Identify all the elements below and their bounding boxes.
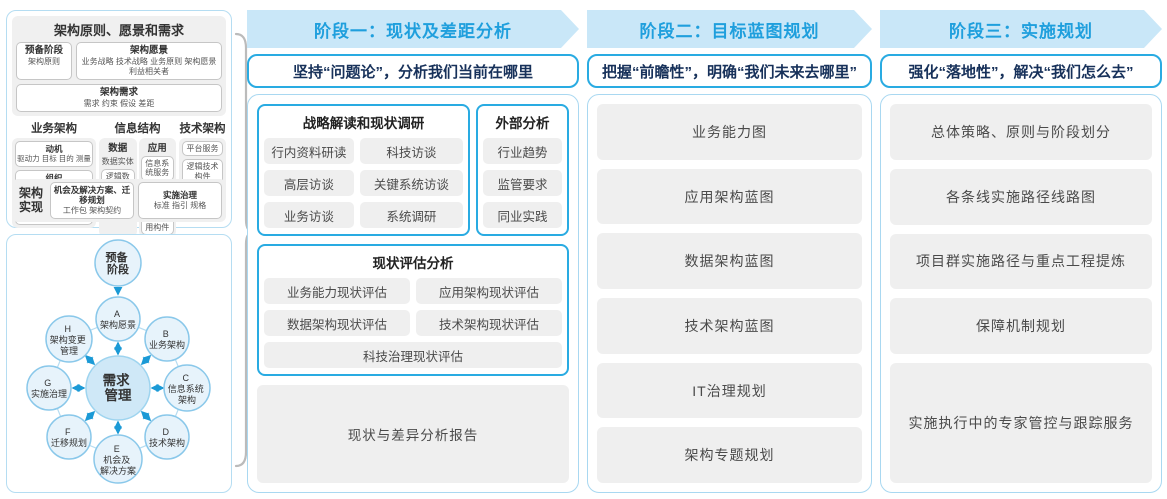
- phase3-item: 保障机制规划: [890, 298, 1152, 355]
- phase3-subtitle: 强化“落地性”，解决“我们怎么去”: [908, 63, 1134, 81]
- phase1-subtitle: 坚持“问题论”，分析我们当前在哪里: [292, 63, 533, 81]
- assessment-item: 技术架构现状评估: [416, 310, 562, 336]
- opportunity-migration-title: 机会及解决方案、迁移规划: [53, 184, 131, 206]
- architecture-requirements-sub: 需求 约束 假设 差距: [83, 98, 155, 108]
- adm-node-f-label: F 迁移规划: [51, 427, 87, 448]
- adm-node-a-label: A 架构愿景: [100, 309, 136, 330]
- assessment-item: 数据架构现状评估: [264, 310, 410, 336]
- phase2-item: 数据架构蓝图: [597, 233, 862, 290]
- preliminary-phase-sub: 架构原则: [28, 56, 60, 66]
- platform-service-box: 平台服务: [182, 140, 223, 157]
- phase2-subtitle-box: 把握“前瞻性”，明确“我们未来去哪里”: [587, 54, 872, 88]
- assessment-box: 现状评估分析 业务能力现状评估 应用架构现状评估 数据架构现状评估 技术架构现状…: [257, 244, 569, 376]
- adm-node-circles: [26, 296, 211, 484]
- architecture-vision-box: 架构愿景 业务战略 技术战略 业务原则 架构愿景 利益相关者: [76, 42, 222, 80]
- external-analysis-box: 外部分析 行业趋势 监管要求 同业实践: [476, 104, 569, 236]
- adm-node-c-label: C 信息系统 架构: [168, 373, 207, 405]
- survey-item: 行内资料研读: [264, 138, 354, 164]
- adm-node-b-label: B 业务架构: [149, 329, 185, 350]
- phase2-item: IT治理规划: [597, 362, 862, 419]
- phase2-band: 阶段二：目标蓝图规划: [587, 10, 872, 48]
- phase2-band-label: 阶段二：目标蓝图规划: [639, 21, 820, 41]
- organization-title: 组织: [45, 172, 63, 183]
- phase2-item: 技术架构蓝图: [597, 298, 862, 354]
- data-column-header: 数据: [108, 142, 128, 154]
- information-structure-header: 信息结构: [114, 122, 161, 135]
- assessment-item: 应用架构现状评估: [416, 278, 562, 304]
- external-item: 同业实践: [483, 202, 562, 228]
- gap-analysis-report-box: 现状与差异分析报告: [257, 385, 569, 483]
- phase3-item: 项目群实施路径与重点工程提炼: [890, 233, 1152, 290]
- requirements-management-circle: [85, 355, 151, 421]
- phase3-subtitle-box: 强化“落地性”，解决“我们怎么去”: [880, 54, 1162, 88]
- survey-item: 关键系统访谈: [359, 170, 463, 196]
- assessment-item-full: 科技治理现状评估: [264, 342, 562, 368]
- phase3-content: 总体策略、原则与阶段划分 各条线实施路径线路图 项目群实施路径与重点工程提炼 保…: [880, 94, 1162, 493]
- adm-node-d-label: D 技术架构: [149, 427, 185, 448]
- motivation-sub: 驱动力 目标 目的 测量: [17, 154, 91, 164]
- architecture-requirements-title: 架构需求: [99, 86, 138, 98]
- prep-phase-circle: [94, 239, 142, 287]
- requirements-management-label: 需求 管理: [103, 372, 134, 403]
- assessment-item: 业务能力现状评估: [264, 278, 410, 304]
- application-column-header: 应用: [147, 142, 167, 154]
- survey-item: 系统调研: [359, 202, 463, 228]
- motivation-title: 动机: [45, 143, 63, 154]
- phase2-subtitle: 把握“前瞻性”，明确“我们未来去哪里”: [601, 63, 857, 81]
- opportunity-migration-box: 机会及解决方案、迁移规划 工作包 架构契约: [50, 181, 134, 219]
- assessment-title: 现状评估分析: [372, 256, 454, 271]
- external-item: 行业趋势: [483, 138, 562, 164]
- phase2-item: 业务能力图: [597, 104, 862, 160]
- technology-architecture-header: 技术架构: [179, 122, 226, 135]
- center-radial-arrows: [71, 341, 165, 435]
- survey-item: 科技访谈: [359, 138, 463, 164]
- strategy-survey-title: 战略解读和现状调研: [302, 116, 425, 131]
- data-entity-item: 数据实体: [101, 156, 134, 166]
- adm-cycle-panel: 预备 阶段: [6, 234, 232, 493]
- architecture-vision-sub: 业务战略 技术战略 业务原则 架构愿景 利益相关者: [81, 56, 217, 76]
- adm-node-h-label: H 架构变更 管理: [50, 324, 89, 356]
- architecture-realization-section: 架构实现 机会及解决方案、迁移规划 工作包 架构契约 实施治理 标准 指引 规格: [12, 178, 226, 222]
- opportunity-migration-sub: 工作包 架构契约: [62, 206, 122, 215]
- adm-cycle-diagram: 预备 阶段: [26, 239, 211, 484]
- external-item: 监管要求: [483, 170, 562, 196]
- architecture-realization-label: 架构实现: [18, 185, 43, 215]
- technology-architecture-section: 技术架构 平台服务 逻辑技术构件 物理技术构件: [179, 120, 226, 216]
- info-system-service-box: 信息系统服务: [140, 155, 174, 181]
- survey-item: 业务访谈: [264, 202, 354, 228]
- implementation-governance-box: 实施治理 标准 指引 规格: [138, 181, 222, 219]
- motivation-box: 动机 驱动力 目标 目的 测量: [15, 140, 93, 167]
- external-analysis-title: 外部分析: [495, 116, 550, 131]
- preliminary-phase-title: 预备阶段: [24, 45, 63, 56]
- strategy-survey-box: 战略解读和现状调研 行内资料研读 科技访谈 高层访谈 关键系统访谈 业务访谈 系…: [257, 104, 470, 236]
- adm-node-g-label: G 实施治理: [31, 378, 67, 399]
- business-architecture-header: 业务架构: [31, 122, 77, 135]
- phase1-subtitle-box: 坚持“问题论”，分析我们当前在哪里: [247, 54, 579, 88]
- implementation-governance-sub: 标准 指引 规格: [153, 200, 207, 210]
- phase3-item-tall: 实施执行中的专家管控与跟踪服务: [890, 363, 1152, 483]
- principles-vision-requirements-section: 架构原则、愿景和需求 预备阶段 架构原则 架构愿景 业务战略 技术战略 业务原则…: [12, 16, 226, 116]
- business-architecture-section: 业务架构 动机 驱动力 目标 目的 测量 组织 组织 位置 驱动者 角色 功能 …: [12, 120, 96, 228]
- information-structure-section: 信息结构 数据 数据实体 逻辑数据构件 物理数据构件 应用 信息系统服务 逻辑应…: [99, 120, 176, 238]
- phase2-content: 业务能力图 应用架构蓝图 数据架构蓝图 技术架构蓝图 IT治理规划 架构专题规划: [587, 94, 872, 493]
- phase2-item: 应用架构蓝图: [597, 168, 862, 225]
- phase3-item: 总体策略、原则与阶段划分: [890, 104, 1152, 160]
- phase3-band-label: 阶段三：实施规划: [949, 21, 1093, 41]
- architecture-vision-title: 架构愿景: [129, 45, 168, 56]
- phase3-band: 阶段三：实施规划: [880, 10, 1162, 48]
- phase1-band: 阶段一：现状及差距分析: [247, 10, 579, 48]
- left-panel-title: 架构原则、愿景和需求: [53, 23, 184, 38]
- phase2-item: 架构专题规划: [597, 427, 862, 484]
- phase1-content: 战略解读和现状调研 行内资料研读 科技访谈 高层访谈 关键系统访谈 业务访谈 系…: [247, 94, 579, 493]
- phase3-item: 各条线实施路径线路图: [890, 168, 1152, 225]
- phase1-band-label: 阶段一：现状及差距分析: [314, 21, 512, 41]
- survey-item: 高层访谈: [264, 170, 354, 196]
- preliminary-phase-box: 预备阶段 架构原则: [16, 42, 72, 80]
- architecture-content-framework-panel: 架构原则、愿景和需求 预备阶段 架构原则 架构愿景 业务战略 技术战略 业务原则…: [6, 10, 232, 238]
- architecture-requirements-box: 架构需求 需求 约束 假设 差距: [16, 83, 222, 112]
- adm-node-e-label: E 机会及 解决方案: [100, 444, 136, 476]
- implementation-governance-title: 实施治理: [162, 190, 197, 201]
- prep-phase-label: 预备 阶段: [105, 250, 130, 276]
